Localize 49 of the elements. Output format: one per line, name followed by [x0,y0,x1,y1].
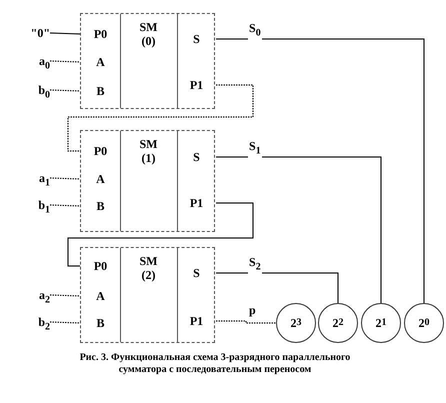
connector-line [50,322,82,324]
input-label: "0" [12,26,50,40]
input-label: b$_{0}$ [12,83,50,97]
connector-line [50,294,82,296]
pin-label: A [81,52,120,72]
pin-label: A [81,286,120,306]
input-label: b$_{1}$ [12,198,50,212]
pin-label: P0 [81,24,120,44]
pin-label: B [81,313,120,333]
block-title: SM (2) [138,254,158,282]
output-circle: 2$^{1}$ [361,303,401,343]
connector-line [216,38,424,304]
connector-line [68,202,254,266]
pin-label: S [177,147,216,167]
connector-line [50,178,82,180]
pin-label: B [81,196,120,216]
pin-label: P0 [81,141,120,161]
output-circle: 2$^{0}$ [404,303,444,343]
block-title: SM (1) [138,137,158,165]
connector-line [216,156,382,304]
connector-line [68,84,254,152]
adder-block [80,13,215,109]
output-circle: 2$^{3}$ [276,303,316,343]
pin-label: B [81,81,120,101]
pin-label: S [177,263,216,283]
input-label: a$_{1}$ [12,171,50,185]
edge-label: S$_{0}$ [248,21,262,40]
block-title: SM (0) [138,20,158,48]
edge-label: S$_{1}$ [248,139,262,158]
connector-line [50,32,82,34]
input-label: a$_{2}$ [12,288,50,302]
connector-line [50,204,82,206]
edge-label: S$_{2}$ [248,255,262,274]
adder-block [80,130,215,232]
pin-label: S [177,29,216,49]
output-circle: 2$^{2}$ [318,303,358,343]
input-label: b$_{2}$ [12,315,50,329]
pin-label: A [81,169,120,189]
pin-label: P0 [81,256,120,276]
adder-block [80,247,215,343]
pin-label: P1 [177,75,216,95]
figure-caption: Рис. 3. Функциональная схема 3-разрядного параллельного сумматора с последовательным переносом [78,352,352,376]
connector-line [50,90,82,92]
connector-line [50,60,82,62]
input-label: a$_{0}$ [12,54,50,68]
pin-label: P1 [177,311,216,331]
connector-line [216,272,338,304]
connector-line [216,320,276,324]
pin-label: P1 [177,193,216,213]
